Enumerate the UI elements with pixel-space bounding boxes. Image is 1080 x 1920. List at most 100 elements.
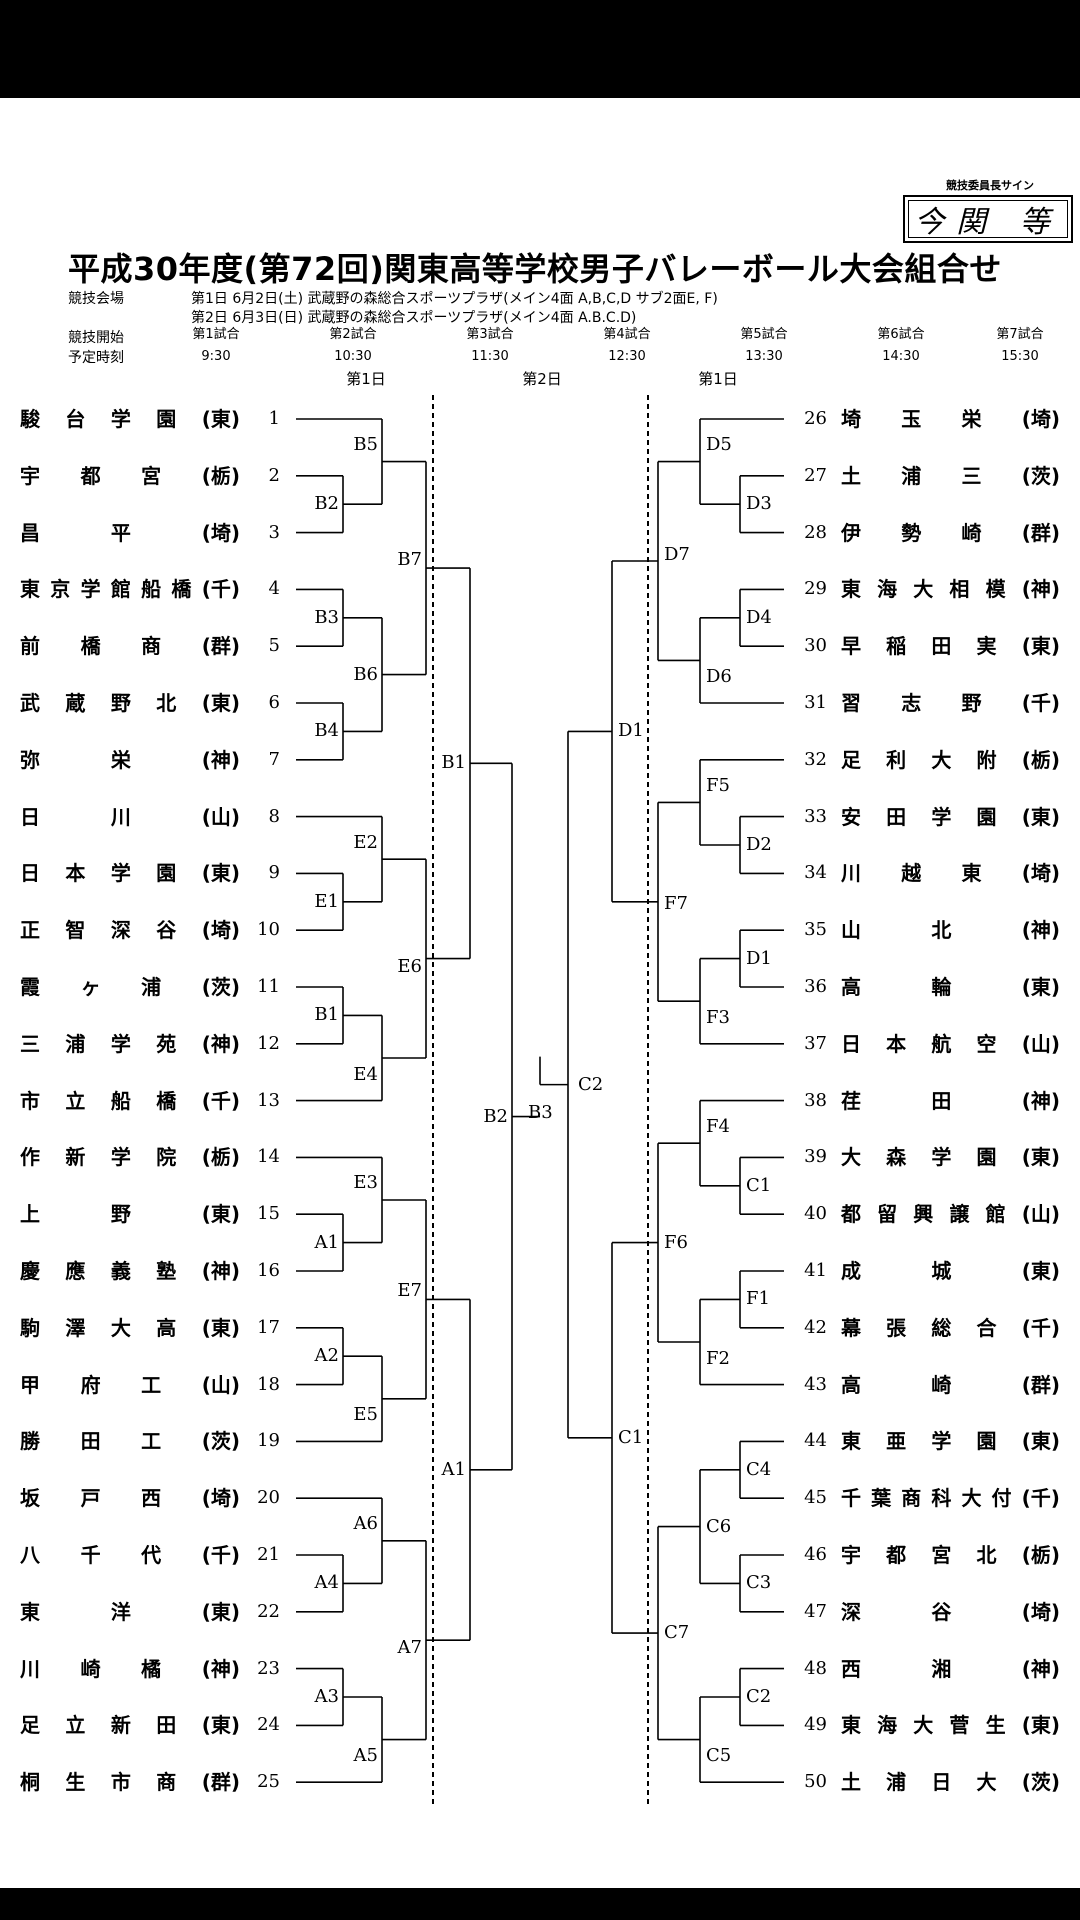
start-label: 競技開始 bbox=[68, 330, 124, 346]
team-char: 栄 bbox=[961, 407, 982, 431]
team-name: 東海大相模(神) bbox=[841, 574, 1060, 604]
team-char: 慶 bbox=[20, 1259, 40, 1283]
team-char: 学 bbox=[110, 861, 131, 886]
seed-number: 24 bbox=[257, 1714, 280, 1736]
signature: 今関 等 bbox=[914, 205, 1062, 240]
team-char: 三 bbox=[961, 463, 982, 488]
slot-time: 12:30 bbox=[608, 349, 646, 364]
team-char: 橘 bbox=[141, 1656, 162, 1681]
team-name: 日本学園(東) bbox=[20, 858, 240, 888]
venue-label: 競技会場 bbox=[68, 291, 124, 307]
team-name: 都留興譲館(山) bbox=[841, 1199, 1060, 1229]
match-label: B1 bbox=[314, 1004, 339, 1026]
team-char: 東 bbox=[20, 577, 40, 602]
seed-number: 12 bbox=[257, 1032, 280, 1054]
team-char: 代 bbox=[141, 1543, 162, 1567]
venue-day1: 第1日 6月2日(土) 武蔵野の森総合スポーツプラザ(メイン4面 A,B,C,D… bbox=[191, 291, 718, 307]
seed-number: 8 bbox=[268, 805, 280, 827]
team-char: (東) bbox=[201, 1713, 240, 1738]
team-char: 智 bbox=[65, 918, 86, 943]
team-char: 生 bbox=[65, 1770, 86, 1795]
team-name: 三浦学苑(神) bbox=[20, 1029, 240, 1059]
match-label: E7 bbox=[397, 1280, 422, 1302]
team-char: 利 bbox=[886, 747, 907, 772]
team-char: 都 bbox=[80, 463, 101, 488]
team-char: 川 bbox=[841, 861, 861, 886]
team-char: 崎 bbox=[931, 1372, 952, 1397]
team-char: 幕 bbox=[841, 1315, 861, 1340]
team-char: 商 bbox=[901, 1486, 922, 1511]
team-char: 田 bbox=[931, 1088, 952, 1113]
seed-number: 47 bbox=[804, 1600, 827, 1622]
slot-time: 13:30 bbox=[745, 349, 783, 364]
team-name: 弥栄(神) bbox=[20, 745, 240, 775]
team-char: 日 bbox=[841, 1031, 861, 1056]
team-char: 海 bbox=[877, 577, 898, 602]
seed-number: 45 bbox=[804, 1487, 827, 1509]
team-char: (東) bbox=[1021, 634, 1060, 659]
seed-number: 23 bbox=[257, 1657, 280, 1679]
team-char: 東 bbox=[841, 1429, 861, 1454]
team-name: 市立船橋(千) bbox=[20, 1086, 240, 1116]
team-char: 橋 bbox=[156, 1088, 177, 1113]
seed-number: 21 bbox=[257, 1544, 280, 1565]
team-name: 安田学園(東) bbox=[841, 802, 1060, 832]
team-char: (山) bbox=[201, 1372, 240, 1397]
team-name: 日川(山) bbox=[20, 802, 240, 832]
team-char: (神) bbox=[1021, 918, 1060, 943]
team-char: (東) bbox=[1021, 804, 1060, 829]
team-char: 崎 bbox=[961, 520, 982, 545]
team-char: 園 bbox=[976, 1429, 997, 1454]
seed-number: 33 bbox=[804, 805, 827, 827]
match-label: B3 bbox=[314, 606, 339, 628]
team-char: 野 bbox=[110, 691, 131, 715]
match-label: B7 bbox=[397, 549, 422, 571]
match-label: D3 bbox=[746, 493, 772, 515]
match-label: C3 bbox=[746, 1572, 772, 1594]
seed-number: 30 bbox=[804, 635, 827, 657]
team-name: 甲府工(山) bbox=[20, 1370, 240, 1400]
team-char: 大 bbox=[110, 1315, 131, 1340]
seed-number: 36 bbox=[804, 976, 827, 997]
team-char: 館 bbox=[985, 1202, 1006, 1227]
match-label: A1 bbox=[441, 1458, 466, 1480]
team-char: 高 bbox=[156, 1315, 177, 1340]
team-char: 航 bbox=[931, 1031, 952, 1056]
team-char: 崎 bbox=[80, 1656, 101, 1681]
team-name: 幕張総合(千) bbox=[841, 1313, 1060, 1343]
team-char: 合 bbox=[976, 1315, 997, 1340]
team-char: 坂 bbox=[20, 1486, 40, 1511]
team-char: 学 bbox=[110, 1031, 131, 1056]
team-char: 田 bbox=[156, 1713, 177, 1738]
team-char: 都 bbox=[886, 1543, 907, 1567]
match-label: F5 bbox=[706, 774, 730, 796]
team-name: 駿台学園(東) bbox=[20, 404, 240, 434]
team-char: 大 bbox=[931, 747, 952, 772]
team-char: (神) bbox=[201, 747, 240, 772]
team-char: (埼) bbox=[1021, 407, 1060, 431]
seed-number: 49 bbox=[804, 1714, 827, 1736]
match-label: F1 bbox=[746, 1288, 770, 1310]
team-char: 園 bbox=[156, 407, 177, 431]
team-char: 東 bbox=[841, 577, 861, 602]
seed-number: 39 bbox=[804, 1146, 827, 1168]
seed-number: 3 bbox=[268, 521, 280, 543]
team-char: 都 bbox=[841, 1202, 861, 1227]
team-char: 八 bbox=[20, 1543, 40, 1567]
team-char: (東) bbox=[201, 1599, 240, 1624]
team-char: 立 bbox=[65, 1088, 86, 1113]
start-label-2: 予定時刻 bbox=[68, 350, 124, 366]
team-name: 宇都宮(栃) bbox=[20, 461, 240, 491]
seed-number: 1 bbox=[268, 408, 280, 429]
team-char: (東) bbox=[1021, 975, 1060, 999]
team-char: 習 bbox=[841, 691, 861, 715]
match-label: B2 bbox=[314, 493, 339, 515]
seed-number: 11 bbox=[257, 976, 280, 997]
team-char: 甲 bbox=[20, 1372, 40, 1397]
team-char: 川 bbox=[20, 1656, 40, 1681]
team-char: 作 bbox=[20, 1145, 40, 1170]
team-name: 霞ヶ浦(茨) bbox=[20, 972, 240, 1002]
team-char: 深 bbox=[841, 1599, 861, 1624]
match-label: C7 bbox=[664, 1622, 690, 1644]
